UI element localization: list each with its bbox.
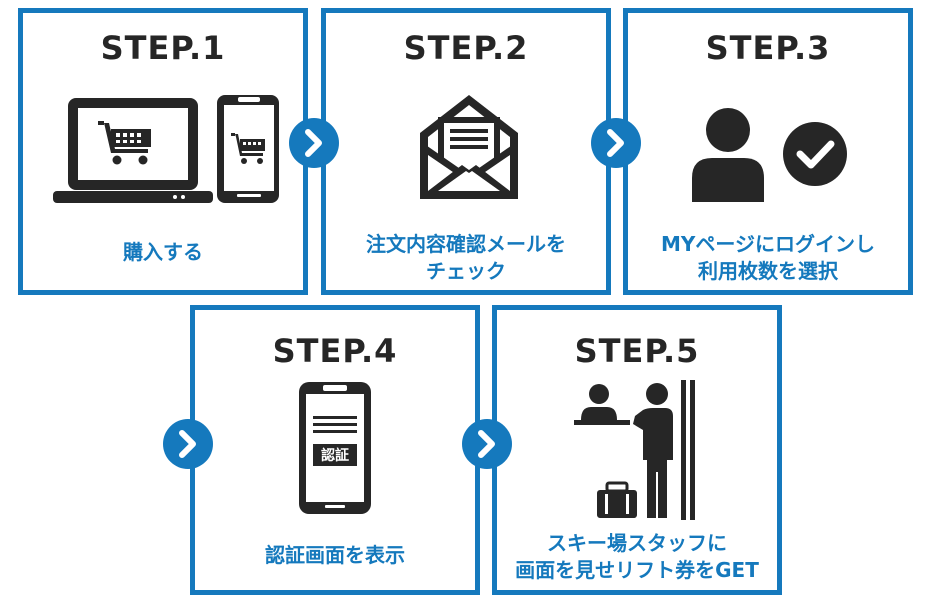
step-5-caption-line-1: スキー場スタッフに: [547, 531, 727, 555]
smartphone-auth-icon: [299, 382, 371, 514]
step-2-title: STEP.2: [403, 29, 529, 67]
chevron-right-circle-icon: [462, 419, 512, 469]
step-3-caption-line-2: 利用枚数を選択: [698, 259, 838, 283]
step-4-caption: 認証画面を表示: [195, 542, 475, 569]
user-check-icon: [692, 108, 847, 202]
step-1-card: STEP.1: [18, 8, 308, 295]
step-1-caption-line-1: 購入する: [123, 240, 203, 264]
step-1-title: STEP.1: [100, 29, 226, 67]
step-5-card: STEP.5 スキー場スタッフに 画面を見せリフト券をGET: [492, 305, 782, 595]
chevron-right-circle-icon: [591, 118, 641, 168]
step-3-caption: MYページにログインし 利用枚数を選択: [628, 231, 908, 285]
ticket-counter-staff-icon: [574, 380, 695, 520]
step-2-card: STEP.2 注文内容確認メールを チェック: [321, 8, 611, 295]
envelope-letter-icon: [420, 95, 518, 199]
step-3-card: STEP.3 MYページにログインし 利用枚数を選択: [623, 8, 913, 295]
step-5-title: STEP.5: [574, 332, 700, 370]
auth-screen-label: 認証: [321, 448, 349, 464]
step-4-caption-line-1: 認証画面を表示: [265, 543, 405, 567]
step-2-caption-line-1: 注文内容確認メールを: [366, 232, 566, 256]
step-5-caption: スキー場スタッフに 画面を見せリフト券をGET: [497, 530, 777, 584]
chevron-right-circle-icon: [163, 419, 213, 469]
chevron-right-circle-icon: [289, 118, 339, 168]
step-2-caption: 注文内容確認メールを チェック: [326, 231, 606, 285]
step-2-caption-line-2: チェック: [426, 259, 506, 283]
step-4-card: STEP.4 認証 認証画面を表示: [190, 305, 480, 595]
laptop-smartphone-cart-icon: [53, 95, 279, 203]
step-1-caption: 購入する: [23, 239, 303, 266]
step-3-title: STEP.3: [705, 29, 831, 67]
step-4-title: STEP.4: [272, 332, 398, 370]
step-3-caption-line-1: MYページにログインし: [661, 232, 875, 256]
step-5-caption-line-2: 画面を見せリフト券をGET: [515, 558, 759, 582]
